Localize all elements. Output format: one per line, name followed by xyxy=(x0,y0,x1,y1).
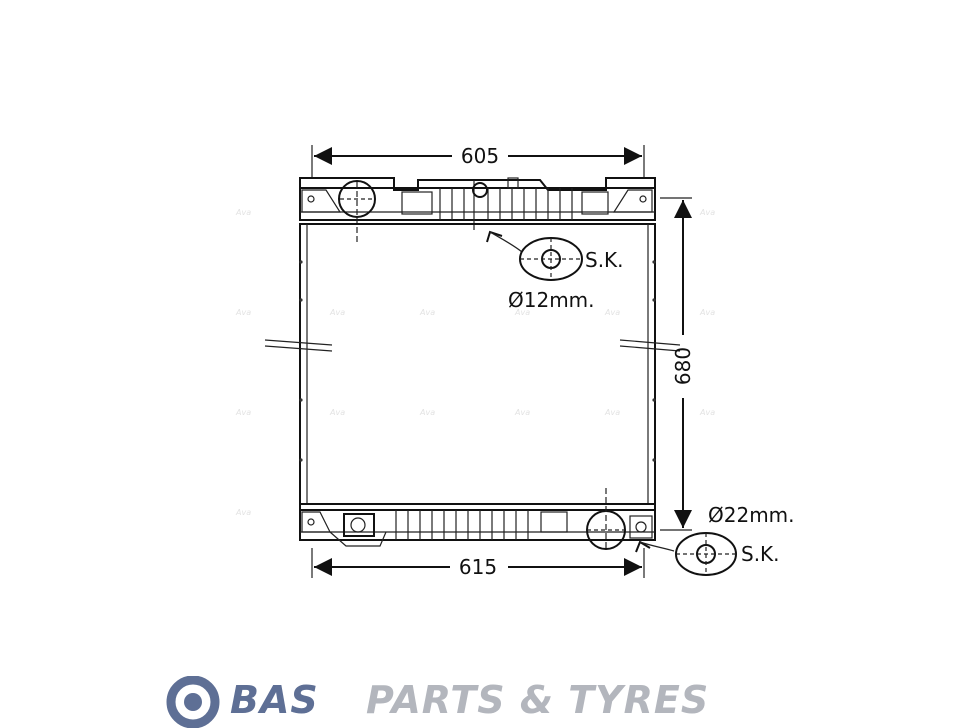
svg-text:Ava: Ava xyxy=(514,408,530,417)
height-label: 680 xyxy=(671,347,695,385)
svg-text:Ava: Ava xyxy=(329,308,345,317)
svg-text:Ava: Ava xyxy=(699,208,715,217)
svg-text:Ava: Ava xyxy=(419,408,435,417)
outlet-diameter-label: Ø22mm. xyxy=(708,503,795,527)
svg-text:Ava: Ava xyxy=(699,408,715,417)
top-tank xyxy=(299,177,656,244)
svg-text:Ava: Ava xyxy=(604,408,620,417)
bas-logo: BAS PARTS & TYRES xyxy=(164,676,824,728)
svg-text:Ava: Ava xyxy=(699,308,715,317)
bottom-width-label: 615 xyxy=(459,555,497,579)
logo-tagline-text: PARTS & TYRES xyxy=(366,678,710,722)
svg-text:Ava: Ava xyxy=(235,408,251,417)
svg-text:Ava: Ava xyxy=(419,308,435,317)
svg-text:Ava: Ava xyxy=(604,308,620,317)
outlet-sk-label: S.K. xyxy=(741,542,780,566)
logo-brand-text: BAS xyxy=(230,678,319,722)
inlet-diameter-label: Ø12mm. xyxy=(508,288,595,312)
bottom-width-dimension: 615 xyxy=(311,548,645,579)
outlet-connection-detail: S.K. Ø22mm. xyxy=(635,503,795,576)
svg-text:Ava: Ava xyxy=(235,208,251,217)
svg-text:Ava: Ava xyxy=(514,308,530,317)
svg-text:Ava: Ava xyxy=(235,508,251,517)
svg-text:Ava: Ava xyxy=(329,408,345,417)
svg-text:Ava: Ava xyxy=(235,308,251,317)
height-dimension: 680 xyxy=(660,197,695,531)
inlet-sk-label: S.K. xyxy=(585,248,624,272)
top-width-label: 605 xyxy=(461,144,499,168)
tyre-logo-icon xyxy=(166,676,220,728)
top-width-dimension: 605 xyxy=(311,144,645,177)
inlet-connection-detail: S.K. Ø12mm. xyxy=(486,230,624,312)
bottom-tank xyxy=(299,488,656,550)
